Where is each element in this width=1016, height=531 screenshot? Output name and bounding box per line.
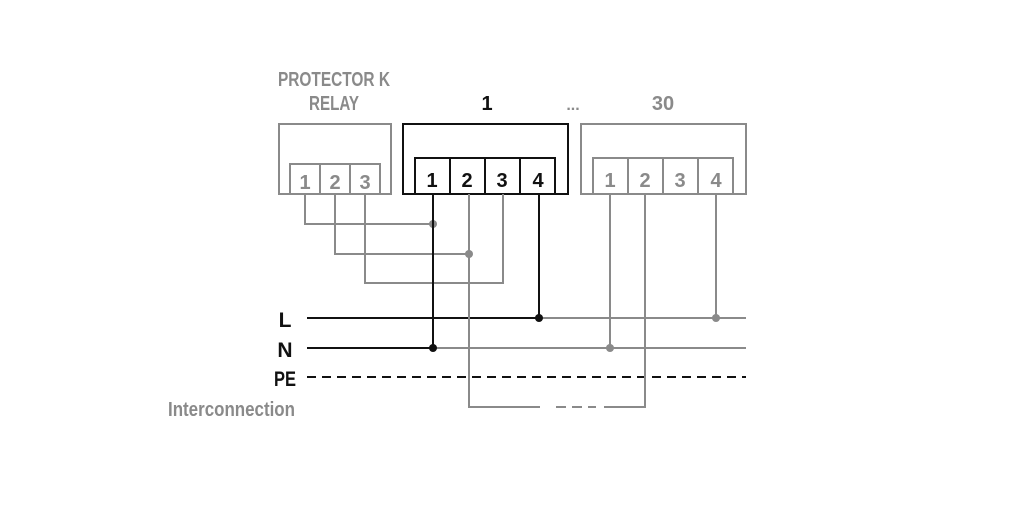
unit-first-terminal-2: 2 — [461, 170, 472, 192]
unit-last-N-junction — [606, 344, 614, 352]
unit-first-terminal-1: 1 — [426, 170, 437, 192]
relay-terminal-1: 1 — [299, 172, 310, 194]
unit-first-terminal-3: 3 — [496, 170, 507, 192]
interconnection-right — [604, 194, 646, 408]
interconnection-left — [468, 194, 540, 408]
relay-terminal-2: 2 — [329, 172, 340, 194]
relay-title-line2: RELAY — [309, 93, 359, 115]
unit-last-title: 30 — [652, 93, 674, 115]
bus-label-L: L — [279, 309, 292, 332]
unit-first-title: 1 — [481, 93, 492, 115]
relay-terminal-3: 3 — [359, 172, 370, 194]
unit-last-terminal-1: 1 — [604, 170, 615, 192]
unit-last-L-junction — [712, 314, 720, 322]
bus-label-interconnection: Interconnection — [168, 399, 295, 421]
relay-wire-2 — [334, 194, 469, 255]
unit-first-N-junction — [429, 344, 437, 352]
unit-first-terminal-4: 4 — [532, 170, 544, 192]
unit-last-terminal-3: 3 — [674, 170, 685, 192]
bus-label-PE: PE — [274, 368, 296, 391]
relay-title-line1: PROTECTOR K — [278, 69, 390, 91]
unit-last-terminal-2: 2 — [639, 170, 650, 192]
bus-label-N: N — [277, 339, 292, 362]
unit-first-L-junction — [535, 314, 543, 322]
ellipsis-label: ... — [566, 97, 579, 114]
unit-last-terminal-4: 4 — [710, 170, 722, 192]
relay-wire-1 — [304, 194, 433, 225]
